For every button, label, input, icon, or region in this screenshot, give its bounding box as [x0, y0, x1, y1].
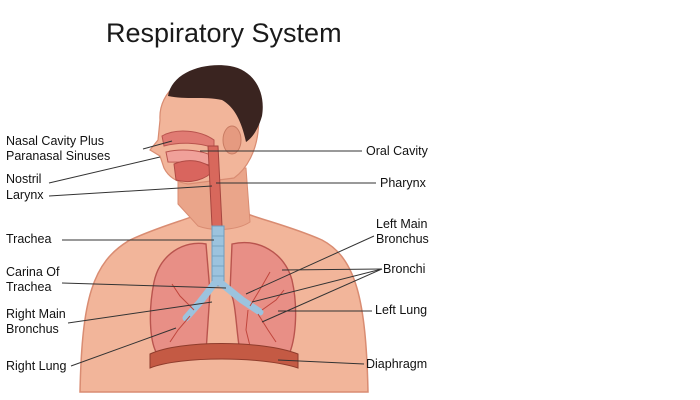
label-larynx: Larynx [6, 188, 44, 202]
leader-lines [48, 140, 383, 367]
diagram-title: Respiratory System [106, 18, 342, 48]
label-right-lung: Right Lung [6, 359, 67, 373]
label-nasal-cavity: Nasal Cavity Plus Paranasal Sinuses [6, 134, 111, 163]
label-nostril: Nostril [6, 172, 42, 186]
left-main-bronchus-shape [218, 280, 264, 316]
right-main-bronchus-shape [182, 280, 218, 322]
diaphragm-shape [149, 343, 299, 369]
label-left-main-bronchus: Left Main Bronchus [376, 217, 429, 246]
hair [168, 65, 263, 142]
label-trachea: Trachea [6, 232, 52, 246]
ear [222, 125, 242, 155]
label-diaphragm: Diaphragm [366, 357, 428, 371]
label-right-main-bronchus: Right Main Bronchus [6, 307, 66, 336]
label-carina: Carina Of Trachea [6, 265, 60, 294]
label-oral-cavity: Oral Cavity [366, 144, 428, 158]
label-left-lung: Left Lung [375, 303, 428, 317]
label-bronchi: Bronchi [383, 262, 426, 276]
label-pharynx: Pharynx [380, 176, 426, 190]
